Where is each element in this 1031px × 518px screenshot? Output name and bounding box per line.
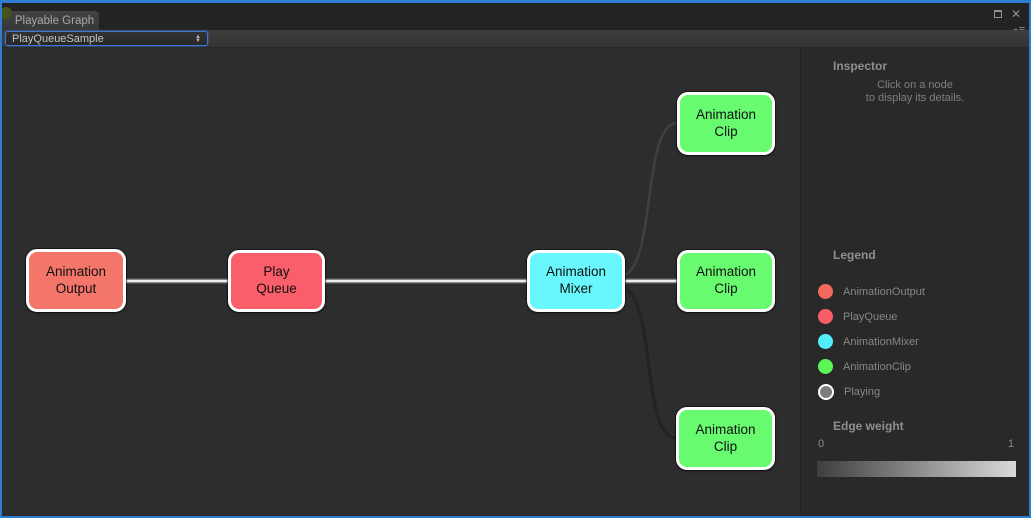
edge-weight-scale: 0 1 (818, 438, 1014, 450)
legend-item-animation-mixer: AnimationMixer (818, 329, 925, 354)
graph-edges (126, 121, 678, 440)
legend-list: AnimationOutput PlayQueue AnimationMixer… (818, 279, 925, 404)
legend-label: AnimationClip (843, 360, 911, 373)
legend-item-animation-clip: AnimationClip (818, 354, 925, 379)
toolbar: PlayQueueSample ▲▼ (2, 30, 1029, 48)
edge-weight-title: Edge weight (833, 419, 904, 433)
node-animation-output[interactable]: Animation Output (26, 249, 126, 312)
animation-mixer-color-dot (818, 334, 833, 349)
close-icon[interactable]: ✕ (1010, 7, 1021, 21)
title-bar: Playable Graph ✕ ▾ ≡ (2, 3, 1029, 36)
tab-label: Playable Graph (14, 14, 95, 27)
tab-playable-graph[interactable]: Playable Graph (2, 11, 99, 30)
legend-item-play-queue: PlayQueue (818, 304, 925, 329)
unity-app-icon (2, 7, 12, 19)
edge-mixer-to-clip-top (624, 121, 678, 277)
node-animation-clip-bottom[interactable]: Animation Clip (676, 407, 775, 470)
inspector-hint-line1: Click on a node (877, 79, 953, 91)
edge-mixer-to-clip-bottom (624, 286, 677, 440)
inspector-panel: Inspector Click on a node to display its… (800, 48, 1029, 516)
graph-selector-value: PlayQueueSample (12, 32, 104, 45)
inspector-hint: Click on a node to display its details. (801, 79, 1029, 105)
inspector-title: Inspector (833, 59, 888, 73)
edge-weight-gradient-bar (817, 461, 1016, 477)
playing-color-dot (818, 383, 834, 400)
dropdown-arrows-icon: ▲▼ (195, 33, 201, 44)
legend-label: AnimationOutput (843, 285, 925, 298)
window-controls: ✕ (993, 7, 1021, 21)
legend-label: AnimationMixer (843, 335, 919, 348)
edge-weight-max: 1 (1007, 438, 1014, 450)
legend-title: Legend (833, 248, 876, 262)
node-play-queue[interactable]: Play Queue (228, 250, 325, 312)
graph-canvas[interactable]: Animation Output Play Queue Animation Mi… (2, 48, 800, 516)
animation-clip-color-dot (818, 359, 833, 374)
edge-weight-min: 0 (818, 438, 825, 450)
animation-output-color-dot (818, 284, 833, 299)
node-animation-clip-middle[interactable]: Animation Clip (677, 250, 775, 312)
legend-label: PlayQueue (843, 310, 898, 323)
inspector-hint-line2: to display its details. (865, 92, 965, 104)
graph-selector-dropdown[interactable]: PlayQueueSample ▲▼ (5, 31, 208, 46)
legend-label: Playing (844, 385, 881, 398)
legend-item-animation-output: AnimationOutput (818, 279, 925, 304)
node-animation-mixer[interactable]: Animation Mixer (527, 250, 625, 312)
node-animation-clip-top[interactable]: Animation Clip (677, 92, 775, 155)
play-queue-color-dot (818, 309, 833, 324)
main-area: Animation Output Play Queue Animation Mi… (2, 48, 1029, 516)
legend-item-playing: Playing (818, 379, 925, 404)
maximize-icon[interactable] (993, 10, 1002, 18)
